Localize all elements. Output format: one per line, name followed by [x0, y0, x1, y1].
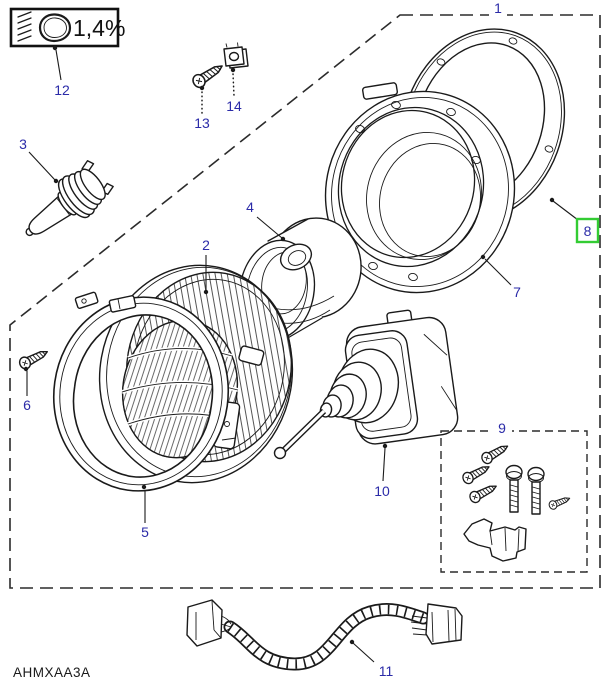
callout-10[interactable]: 10 — [374, 483, 390, 499]
part-10-leveling-motor-drawing — [273, 309, 459, 460]
figure-code: AHMXAA3A — [13, 665, 91, 680]
callout-9[interactable]: 9 — [498, 420, 506, 436]
part-14-clip-nut-drawing — [223, 42, 249, 69]
callout-1[interactable]: 1 — [494, 0, 502, 16]
headlamp-icon — [38, 13, 72, 43]
part-3-bulb-drawing — [25, 160, 114, 237]
callout-6[interactable]: 6 — [23, 397, 31, 413]
part-5-rim-drawing — [52, 291, 230, 492]
callout-5[interactable]: 5 — [141, 524, 149, 540]
part-12-beam-aim-label: 1,4% — [9, 7, 125, 48]
part-13-screw-drawing — [189, 59, 227, 91]
callout-4[interactable]: 4 — [246, 199, 254, 215]
callout-14[interactable]: 14 — [226, 98, 242, 114]
part-6-screw-drawing — [16, 345, 51, 372]
callout-8-highlighted[interactable]: 8 — [584, 223, 592, 239]
callout-7[interactable]: 7 — [513, 284, 521, 300]
callout-2[interactable]: 2 — [202, 237, 210, 253]
part-7-seating-ring-drawing — [324, 82, 516, 294]
highlight-box — [575, 217, 600, 244]
part-9-fixing-kit-drawing — [440, 430, 588, 573]
beam-deviation-value: 1,4% — [73, 15, 125, 41]
callout-12[interactable]: 12 — [54, 82, 70, 98]
callouts: 1 2 3 4 5 6 7 8 9 10 11 12 13 14 — [19, 0, 600, 679]
part-11-harness-drawing — [186, 599, 463, 671]
callout-3[interactable]: 3 — [19, 136, 27, 152]
callout-11[interactable]: 11 — [379, 663, 394, 679]
callout-13[interactable]: 13 — [194, 115, 210, 131]
part-1-assembly-boundary — [9, 14, 601, 589]
